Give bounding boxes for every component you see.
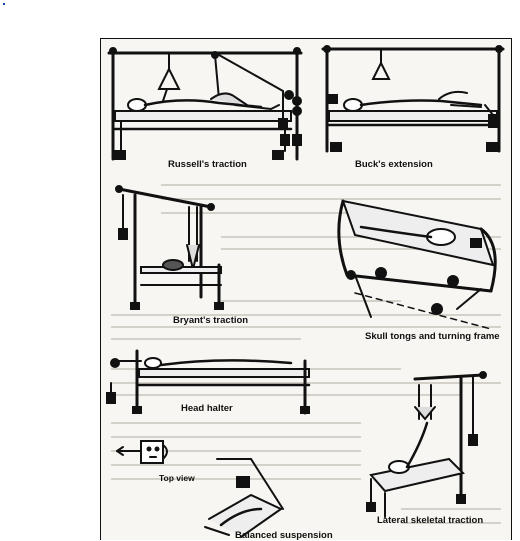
lateral-skeletal-traction-illustration bbox=[366, 371, 487, 518]
caption-bucks-extension: Buck's extension bbox=[355, 159, 433, 170]
caption-skull-tongs: Skull tongs and turning frame bbox=[365, 331, 500, 342]
balanced-suspension-illustration bbox=[204, 458, 284, 538]
top-view-illustration bbox=[116, 440, 168, 464]
corner-marker bbox=[3, 3, 5, 5]
caption-lateral-skeletal-traction: Lateral skeletal traction bbox=[377, 515, 484, 526]
bryants-traction-illustration bbox=[115, 185, 224, 310]
caption-head-halter: Head halter bbox=[181, 403, 233, 414]
skull-tongs-turning-frame-illustration bbox=[337, 199, 497, 330]
head-halter-illustration bbox=[106, 349, 311, 415]
caption-balanced-suspension: Balanced suspension bbox=[235, 530, 333, 541]
caption-top-view: Top view bbox=[159, 473, 195, 483]
traction-types-figure: Russell's traction Buck's extension bbox=[100, 38, 512, 541]
caption-russells-traction: Russell's traction bbox=[168, 159, 247, 170]
russells-traction-illustration bbox=[107, 47, 303, 161]
bucks-extension-illustration bbox=[321, 45, 505, 153]
caption-bryants-traction: Bryant's traction bbox=[173, 315, 249, 326]
